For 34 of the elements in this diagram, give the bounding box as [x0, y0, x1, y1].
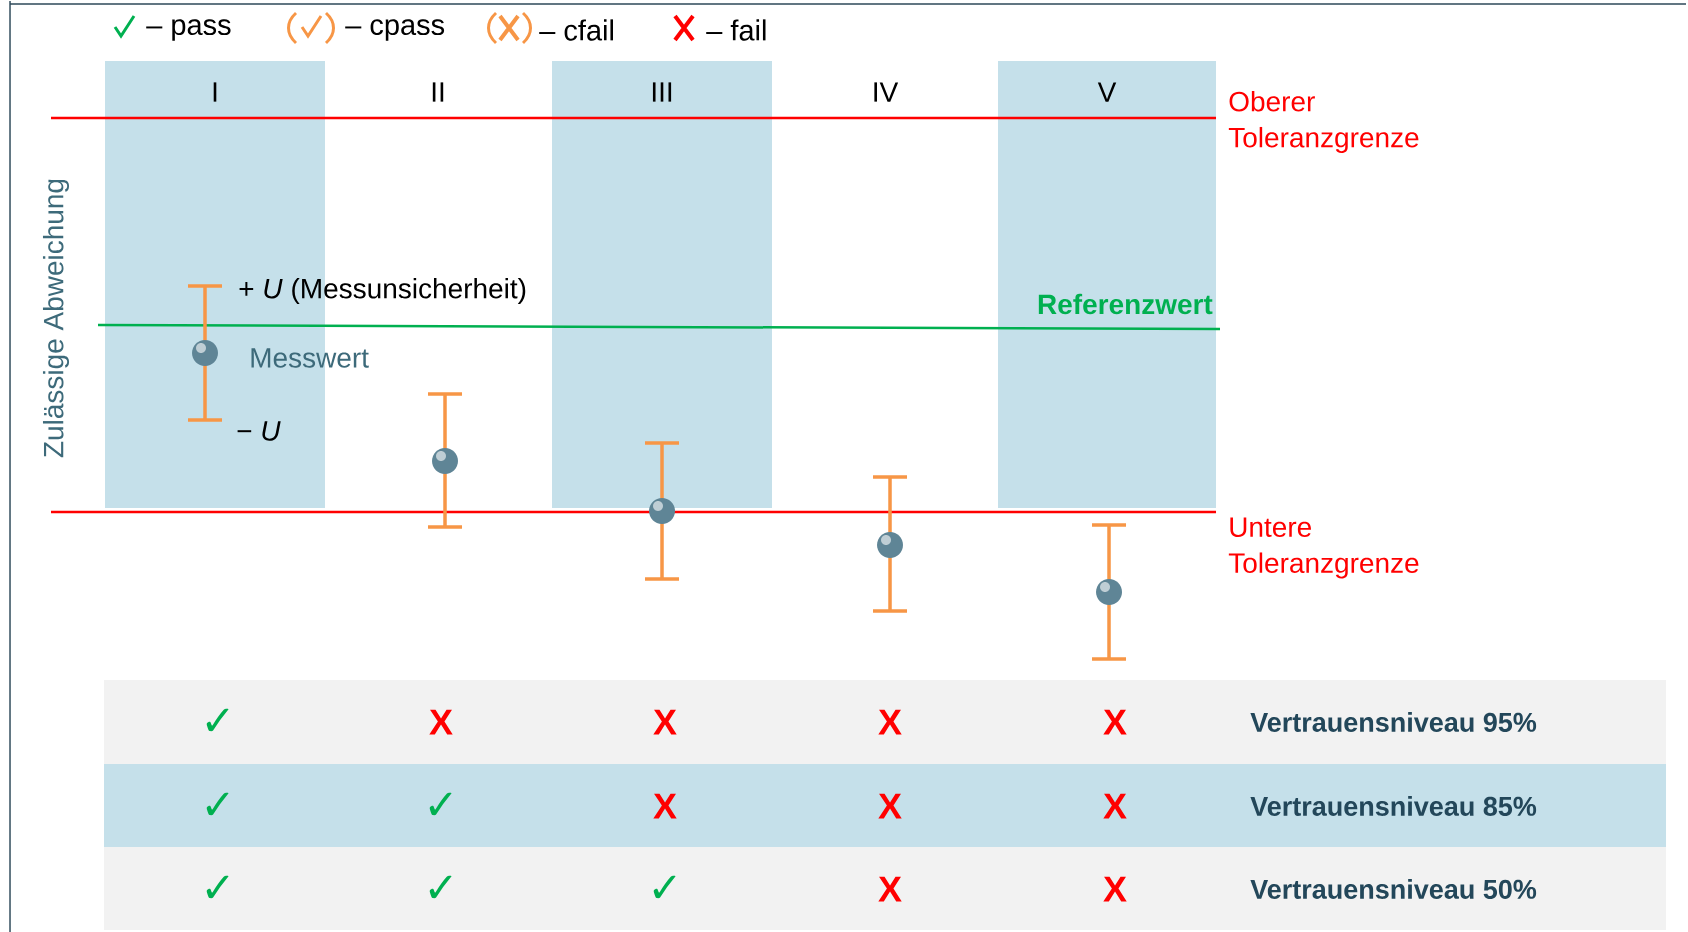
check-mark: ✓	[206, 708, 229, 732]
column-numeral: I	[213, 82, 217, 102]
tolerance-label: Oberer Toleranzgrenze	[1228, 90, 1419, 154]
cross-mark: X	[653, 709, 677, 735]
legend-label: – pass	[146, 19, 231, 41]
legend-label: – cfail	[539, 19, 613, 41]
check-mark: ✓	[429, 875, 452, 899]
confidence-label: Vertrauensniveau 95%	[1250, 712, 1537, 732]
uncertainty-label: − U	[237, 421, 281, 441]
reference-label: Referenzwert	[1038, 293, 1213, 315]
legend-label: – fail	[706, 19, 766, 41]
check-mark: ✓	[429, 792, 452, 816]
column-numeral: IV	[874, 82, 899, 102]
legend-label: – cpass	[345, 19, 445, 41]
tolerance-label: Untere Toleranzgrenze	[1228, 517, 1419, 579]
check-mark: ✓	[206, 792, 229, 816]
uncertainty-label: + U (Messunsicherheit)	[239, 277, 526, 305]
check-mark: ✓	[206, 875, 229, 899]
cross-mark: X	[1103, 793, 1127, 819]
confidence-label: Vertrauensniveau 85%	[1250, 796, 1537, 816]
column-numeral: III	[652, 82, 672, 102]
confidence-label: Vertrauensniveau 50%	[1250, 879, 1537, 899]
check-mark: ✓	[653, 875, 676, 899]
cross-mark: X	[878, 793, 902, 819]
cross-mark: X	[429, 709, 453, 735]
measurement-label: Messwert	[251, 348, 369, 368]
column-numeral: II	[432, 82, 444, 102]
cross-mark: X	[653, 793, 677, 819]
axis-label: Zulässige Abweichung	[42, 179, 70, 458]
cross-mark: X	[1103, 876, 1127, 902]
cross-mark: X	[878, 876, 902, 902]
column-numeral: V	[1097, 82, 1117, 102]
cross-mark: X	[1103, 709, 1127, 735]
cross-mark: X	[878, 709, 902, 735]
